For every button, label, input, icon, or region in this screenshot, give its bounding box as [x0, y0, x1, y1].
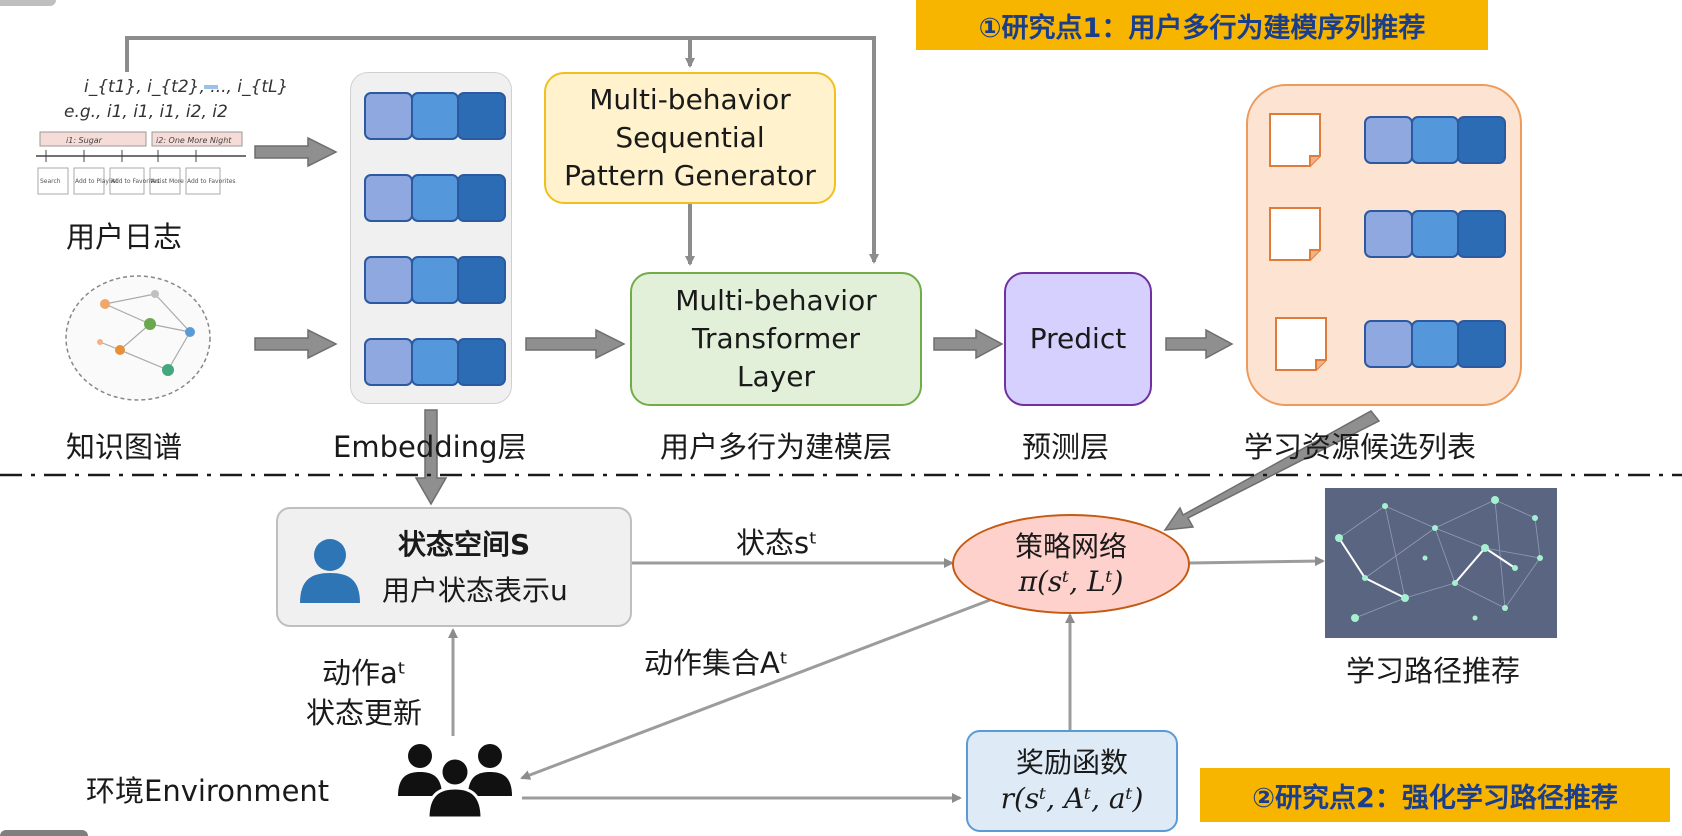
resource-document-icon: [1275, 317, 1327, 371]
log-action-3: Add to Favorites: [111, 178, 160, 185]
resource-document-icon: [1269, 113, 1321, 167]
block-arrow-candidates-to-policy: [1163, 410, 1381, 531]
block-arrow-embedding-to-transformer: [525, 328, 626, 360]
state-space-box: 状态空间S 用户状态表示u: [276, 507, 632, 627]
corner-tab-bottom: [0, 830, 88, 836]
candidate-vector-1: [1364, 116, 1507, 164]
corner-tab-top: [0, 0, 56, 6]
log-example-text: e.g., i1, i1, i1, i2, i2: [64, 102, 228, 122]
user-log-label: 用户日志: [66, 220, 183, 254]
reward-function-box: 奖励函数 r(sᵗ, Aᵗ, aᵗ): [966, 730, 1178, 832]
log-sequence-text: i_{t1}, i_{t2}, ..., i_{tL}: [84, 77, 288, 97]
research-point-2-banner: ②研究点2：强化学习路径推荐: [1200, 768, 1670, 822]
policy-network-node: 策略网络 π(sᵗ, Lᵗ): [952, 514, 1190, 614]
embedding-vector-3: [364, 256, 507, 304]
user-log-thumbnail: i_{t1}, i_{t2}, ..., i_{tL} e.g., i1, i1…: [36, 70, 288, 200]
edge-label-state-update: 状态更新: [306, 696, 423, 730]
policy-network-formula: π(sᵗ, Lᵗ): [1018, 565, 1124, 598]
predict-layer-label: 预测层: [1022, 430, 1110, 464]
state-space-subtitle: 用户状态表示u: [382, 574, 568, 607]
embedding-vector-1: [364, 92, 507, 140]
log-action-2: Add to Playlist: [75, 178, 118, 185]
knowledge-graph-label: 知识图谱: [66, 430, 183, 464]
transformer-line-3: Layer: [736, 359, 816, 393]
embedding-vector-4: [364, 338, 507, 386]
candidate-vector-2: [1364, 210, 1507, 258]
transformer-line-2: Transformer: [691, 322, 860, 356]
generator-line-2: Sequential: [615, 121, 765, 155]
block-arrow-log-to-embedding: [254, 136, 338, 168]
group-users-icon: [398, 744, 512, 820]
block-arrow-transformer-to-predict: [933, 328, 1004, 360]
path-recommendation-label: 学习路径推荐: [1346, 654, 1521, 688]
transformer-layer-box: Multi-behavior Transformer Layer: [630, 272, 922, 406]
log-action-1: Search: [40, 178, 61, 185]
top-feedback-line: [125, 36, 879, 264]
user-icon: [300, 539, 360, 603]
block-arrow-kg-to-embedding: [254, 328, 338, 360]
log-item2-text: i2: One More Night: [156, 136, 232, 145]
edge-label-action: 动作aᵗ: [322, 656, 407, 690]
log-action-5: Add to Favorites: [187, 178, 236, 185]
generator-line-1: Multi-behavior: [589, 83, 791, 117]
path-recommendation-image: [1325, 488, 1557, 638]
predict-box: Predict: [1004, 272, 1152, 406]
policy-network-title: 策略网络: [1014, 530, 1127, 563]
reward-function-title: 奖励函数: [1015, 745, 1128, 779]
log-item1-text: i1: Sugar: [66, 136, 103, 145]
edge-label-action-set: 动作集合Aᵗ: [644, 646, 789, 680]
edge-policy-to-path: [1189, 556, 1325, 567]
embedding-layer-label: Embedding层: [333, 430, 527, 464]
generator-line-3: Pattern Generator: [564, 158, 816, 192]
reward-function-formula: r(sᵗ, Aᵗ, aᵗ): [1000, 782, 1144, 815]
block-arrow-embedding-to-state: [414, 409, 448, 506]
candidate-list-label: 学习资源候选列表: [1244, 430, 1477, 464]
edge-policy-to-env: [520, 598, 991, 780]
block-arrow-predict-to-candidates: [1165, 328, 1234, 360]
log-action-4: Artist More: [151, 178, 184, 185]
modeling-layer-label: 用户多行为建模层: [660, 430, 893, 464]
edge-label-state: 状态sᵗ: [736, 526, 818, 560]
candidate-vector-3: [1364, 320, 1507, 368]
state-space-title: 状态空间S: [398, 528, 531, 561]
pattern-generator-box: Multi-behavior Sequential Pattern Genera…: [544, 72, 836, 204]
transformer-line-1: Multi-behavior: [675, 284, 877, 318]
embedding-vector-2: [364, 174, 507, 222]
environment-label: 环境Environment: [86, 774, 330, 808]
knowledge-graph-thumbnail: [60, 272, 220, 404]
research-point-1-banner: ①研究点1：用户多行为建模序列推荐: [916, 0, 1488, 50]
resource-document-icon: [1269, 207, 1321, 261]
